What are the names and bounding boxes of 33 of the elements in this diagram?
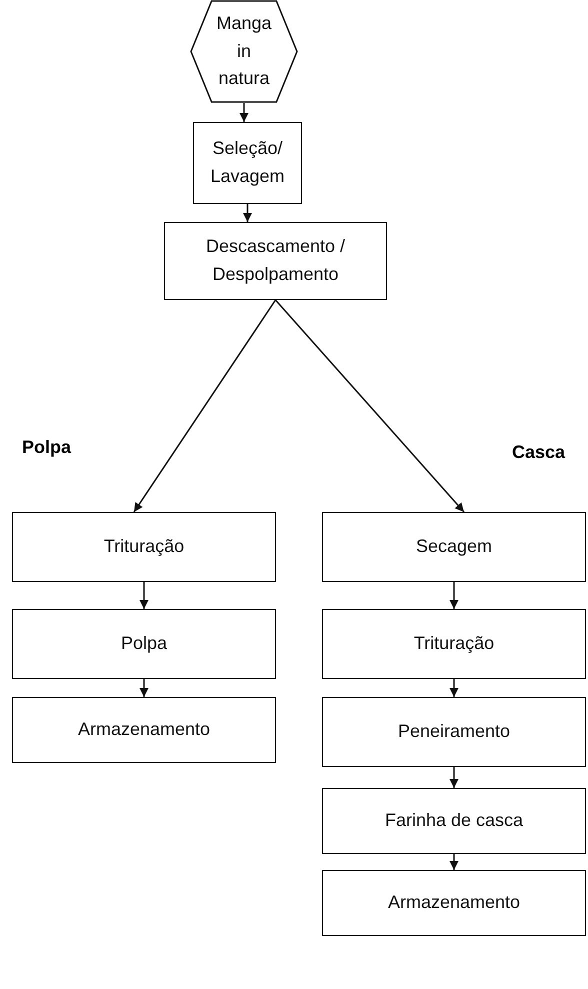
- arrow: [140, 679, 148, 697]
- process-box: [322, 697, 586, 767]
- hexagon-node: [190, 0, 298, 103]
- process-box: [12, 512, 276, 582]
- node-label: Descascamento / Despolpamento: [204, 235, 346, 286]
- node-label: Armazenamento: [388, 891, 520, 914]
- node-label: Armazenamento: [78, 718, 210, 742]
- node-label: Polpa: [120, 632, 168, 656]
- arrow: [133, 300, 276, 512]
- arrow: [450, 679, 458, 697]
- process-box: [12, 697, 276, 763]
- process-box: [322, 609, 586, 679]
- node-label: Trituração: [414, 632, 494, 656]
- arrow: [450, 767, 458, 788]
- arrow: [450, 582, 458, 609]
- node-label: Peneiramento: [398, 720, 510, 744]
- node-label: Farinha de casca: [384, 809, 524, 832]
- arrow: [243, 204, 252, 222]
- node-label: Manga in natura: [215, 12, 273, 90]
- process-box: [322, 788, 586, 854]
- node-label: Trituração: [104, 535, 184, 558]
- arrow: [240, 103, 248, 122]
- process-box: [322, 870, 586, 936]
- process-box: [322, 512, 586, 582]
- process-box: [164, 222, 387, 300]
- edge-label: Polpa: [20, 437, 74, 458]
- process-box: [12, 609, 276, 679]
- node-label: Secagem: [416, 535, 492, 558]
- arrow: [140, 582, 148, 609]
- process-box: [193, 122, 302, 204]
- arrow: [450, 854, 458, 870]
- node-label: Seleção/ Lavagem: [209, 137, 286, 188]
- arrow: [274, 300, 465, 512]
